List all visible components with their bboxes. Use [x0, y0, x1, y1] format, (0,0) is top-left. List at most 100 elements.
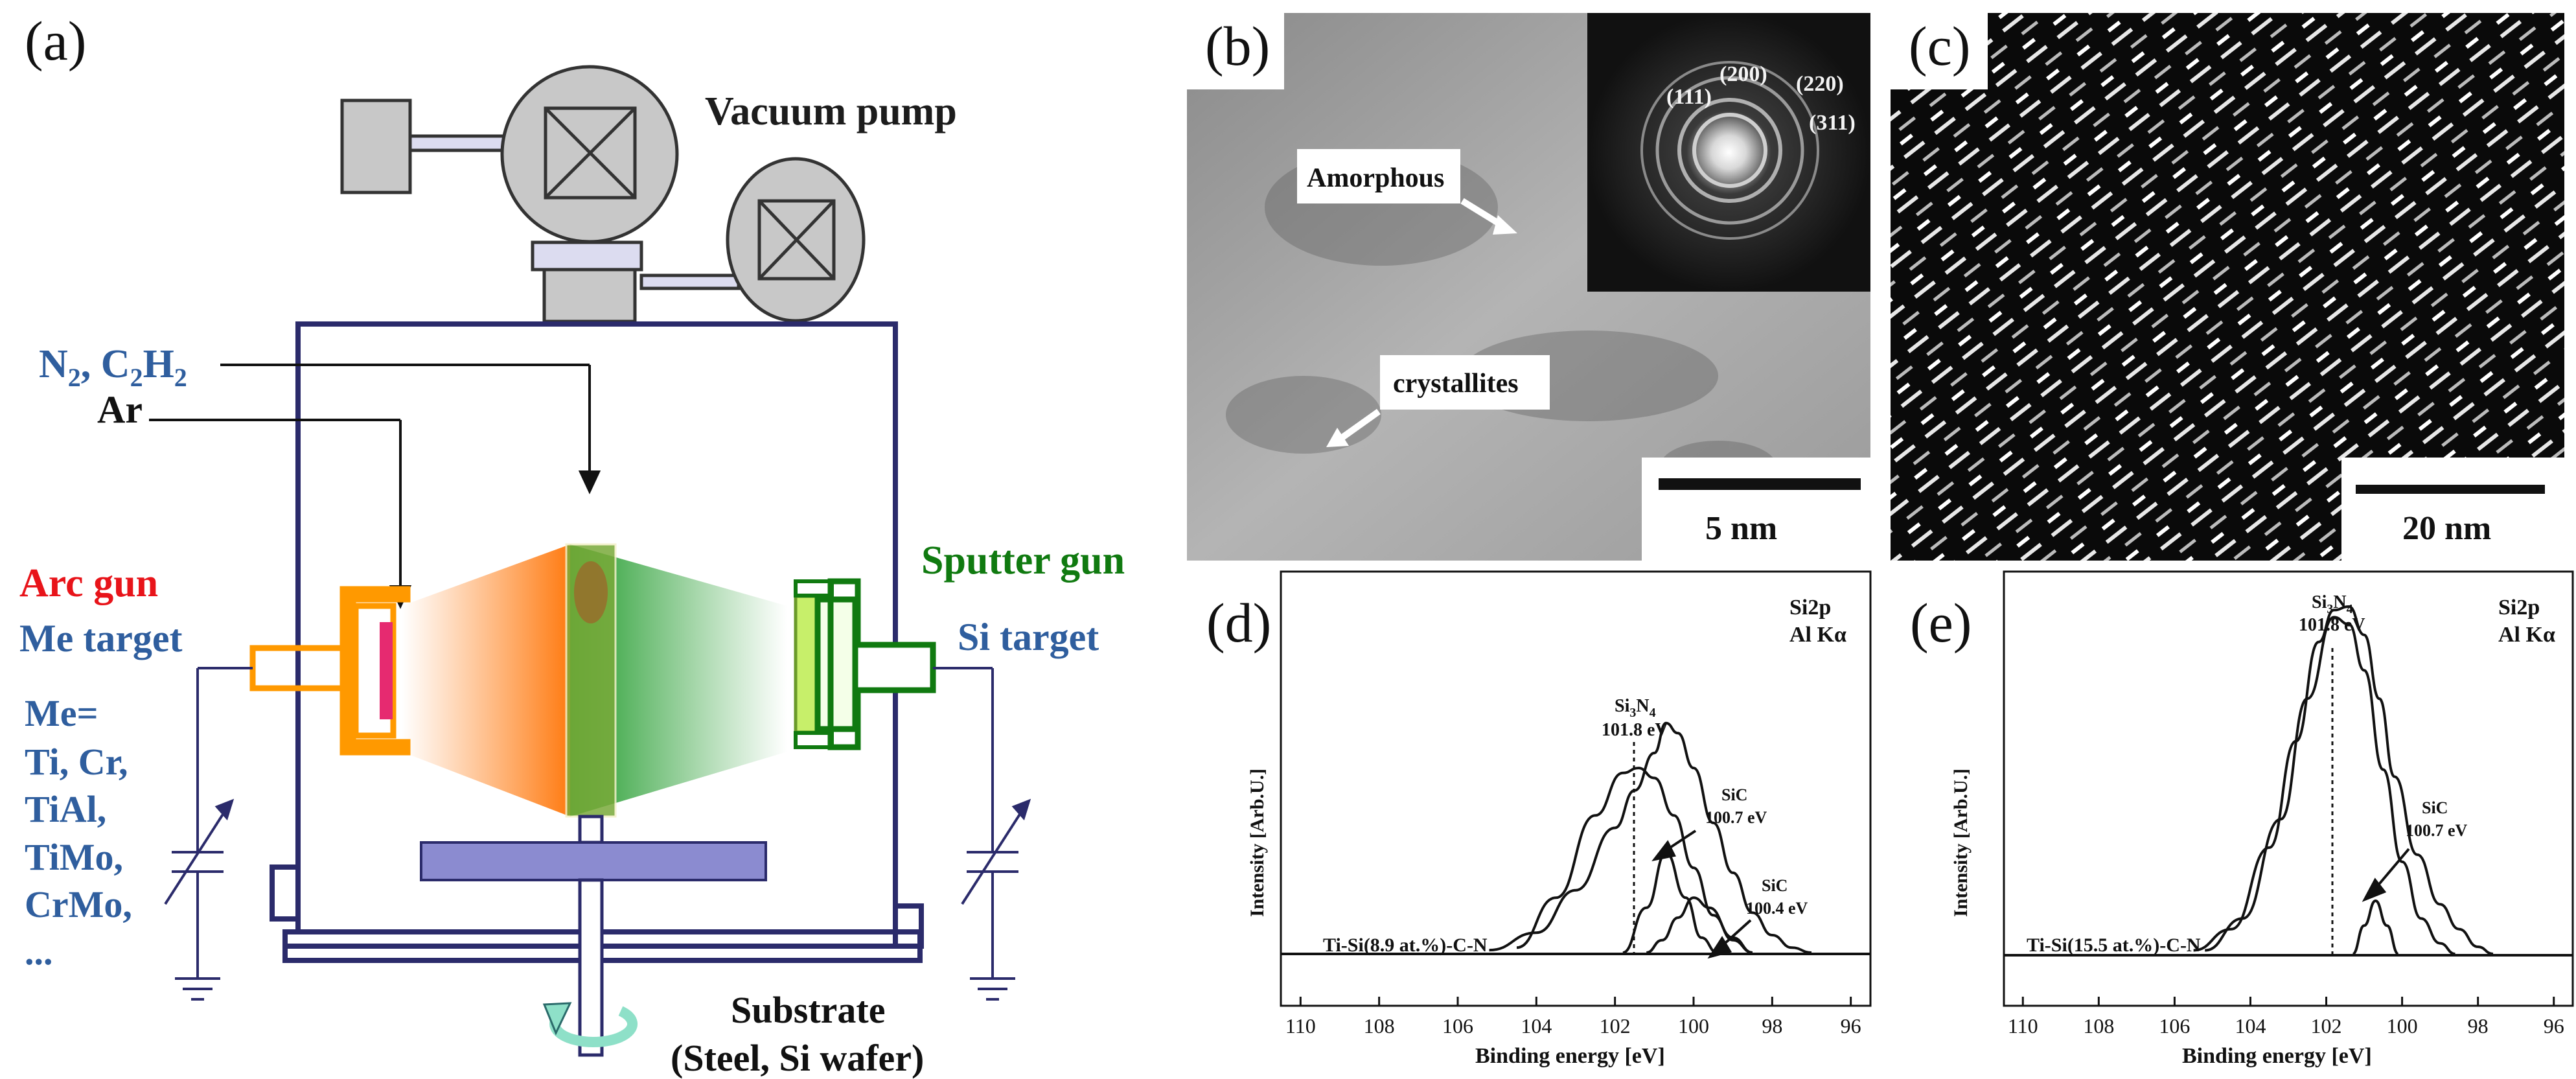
x-tick-label: 102 — [2311, 1014, 2342, 1038]
crystallites-label: crystallites — [1393, 369, 1519, 399]
spectrum-series-1 — [1516, 767, 1753, 954]
spectrum-series-2 — [1622, 851, 1718, 954]
scale-label-c: 20 nm — [2402, 510, 2491, 547]
vacuum-pump — [340, 65, 866, 323]
ar-label: Ar — [97, 388, 143, 431]
si-target-label: Si target — [958, 616, 1099, 658]
arc-plasma — [402, 544, 570, 817]
xlabel-e: Binding energy [eV] — [2182, 1044, 2372, 1068]
amorphous-arrow-icon — [1460, 198, 1517, 235]
x-tick-label: 98 — [1762, 1014, 1782, 1038]
x-tick-label: 108 — [1364, 1014, 1395, 1038]
diffraction-label-220: (220) — [1796, 72, 1844, 96]
scale-bar-b — [1659, 478, 1861, 490]
si3n4-ev-e: 101.8 eV — [2299, 615, 2365, 635]
scale-bar-c — [2356, 485, 2545, 494]
x-tick-label: 104 — [2235, 1014, 2266, 1038]
vacuum-pump-label: Vacuum pump — [705, 89, 957, 133]
sic-arrows-d — [1651, 830, 1752, 959]
scale-label-b: 5 nm — [1705, 510, 1777, 547]
diffraction-label-200: (200) — [1719, 62, 1767, 86]
si3n4-ev-d: 101.8 eV — [1602, 720, 1668, 740]
substrate-detail-label: (Steel, Si wafer) — [671, 1037, 924, 1079]
sputter-power-supply-icon — [933, 667, 1031, 1001]
svg-text:TiAl,: TiAl, — [25, 788, 106, 830]
saed-inset: (111) (200) (220) (311) — [1587, 13, 1870, 292]
spectrum-series-3 — [1646, 896, 1753, 954]
gas-label: N2, C2H2 — [39, 342, 187, 392]
x-tick-label: 106 — [1442, 1014, 1473, 1038]
sic1-ev-d: 100.7 eV — [1705, 808, 1767, 827]
corner-si2p-d: Si2p — [1789, 596, 1831, 620]
panel-a-label: (a) — [25, 10, 86, 72]
arc-gun — [249, 586, 411, 756]
panel-b-label: (b) — [1205, 15, 1270, 77]
x-tick-label: 110 — [1285, 1014, 1316, 1038]
svg-text:...: ... — [25, 931, 53, 973]
svg-text:Me=: Me= — [25, 692, 98, 734]
x-tick-label: 100 — [2387, 1014, 2418, 1038]
sputter-gun — [794, 578, 936, 750]
x-tick-label: 108 — [2083, 1014, 2114, 1038]
diffraction-label-111: (111) — [1666, 85, 1712, 109]
panel-c-label: (c) — [1909, 15, 1970, 77]
substrate-label: Substrate — [731, 989, 885, 1031]
corner-si2p-e: Si2p — [2498, 596, 2540, 620]
panel-d-xps-chart: (d) 110 108 106 104 102 100 98 96 Si2p Al Kα Si… — [1206, 570, 1872, 1068]
x-tick-label: 106 — [2159, 1014, 2190, 1038]
sic2-ev-d: 100.4 eV — [1746, 899, 1808, 918]
substrate-holder — [420, 543, 767, 1057]
curves-e — [2004, 605, 2573, 957]
x-tick-label: 110 — [2008, 1014, 2038, 1038]
x-tick-label: 102 — [1600, 1014, 1631, 1038]
diffraction-label-311: (311) — [1809, 111, 1856, 135]
arc-gun-label: Arc gun — [19, 561, 158, 605]
spectrum-series-0 — [2193, 605, 2494, 955]
arc-power-supply-icon — [164, 667, 253, 1001]
panel-e-label: (e) — [1910, 592, 1972, 654]
sample-label-e: Ti-Si(15.5 at.%)-C-N — [2027, 934, 2201, 956]
corner-alka-d: Al Kα — [1789, 623, 1846, 647]
x-tick-label: 96 — [2544, 1014, 2564, 1038]
panel-e-xps-chart: (e) 110 108 106 104 102 100 98 96 Si2p Al Kα Si… — [1910, 570, 2574, 1068]
x-tick-label: 100 — [1678, 1014, 1709, 1038]
sputter-gun-label: Sputter gun — [921, 539, 1125, 583]
me-target-label: Me target — [19, 617, 183, 660]
me-list: Me= Ti, Cr, TiAl, TiMo, CrMo, ... — [25, 692, 132, 973]
spectrum-series-0 — [1489, 721, 1812, 954]
spectrum-series-2 — [2352, 899, 2399, 955]
crystallites-arrow-icon — [1326, 408, 1381, 447]
panel-b-tem-image: (b) (111) (200) (220) (311) Amorphous cr… — [1187, 13, 1870, 561]
corner-alka-e: Al Kα — [2498, 623, 2555, 647]
amorphous-label: Amorphous — [1307, 163, 1444, 193]
ylabel-e: Intensity [Arb.U.] — [1950, 769, 1972, 917]
spectrum-series-1 — [2205, 616, 2455, 955]
sic1-label-d: SiC — [1721, 785, 1747, 804]
sample-label-d: Ti-Si(8.9 at.%)-C-N — [1323, 934, 1488, 956]
svg-text:Ti, Cr,: Ti, Cr, — [25, 741, 128, 783]
sic-arrow-e — [2362, 848, 2410, 902]
ylabel-d: Intensity [Arb.U.] — [1247, 769, 1268, 917]
x-tick-label: 104 — [1521, 1014, 1552, 1038]
svg-text:TiMo,: TiMo, — [25, 836, 123, 878]
si3n4-label-e: Si3N4 — [2312, 592, 2353, 616]
svg-text:CrMo,: CrMo, — [25, 883, 132, 925]
x-tick-label: 96 — [1841, 1014, 1861, 1038]
sic1-ev-e: 100.7 eV — [2406, 821, 2468, 840]
xlabel-d: Binding energy [eV] — [1475, 1044, 1665, 1068]
x-tick-label: 98 — [2468, 1014, 2489, 1038]
curves-d — [1281, 721, 1870, 955]
sic1-label-e: SiC — [2422, 798, 2448, 817]
x-ticks-d: 110 108 106 104 102 100 98 96 — [1285, 997, 1861, 1038]
x-ticks-e: 110 108 106 104 102 100 98 96 — [2008, 997, 2564, 1038]
si3n4-label-d: Si3N4 — [1615, 696, 1656, 720]
panel-a-schematic: (a) Vacuum pump N2, C2H2 Ar — [19, 10, 1125, 1079]
plot-frame-d — [1280, 570, 1872, 1007]
panel-d-label: (d) — [1206, 592, 1271, 654]
plot-frame-e — [2003, 570, 2574, 1007]
svg-text:N2, C2H2: N2, C2H2 — [39, 342, 187, 392]
sputter-plasma — [570, 544, 787, 817]
panel-c-darkfield-image: (c) 20 nm — [1891, 13, 2564, 561]
sic2-label-d: SiC — [1762, 876, 1788, 895]
rotation-arrow-icon — [542, 1002, 638, 1047]
